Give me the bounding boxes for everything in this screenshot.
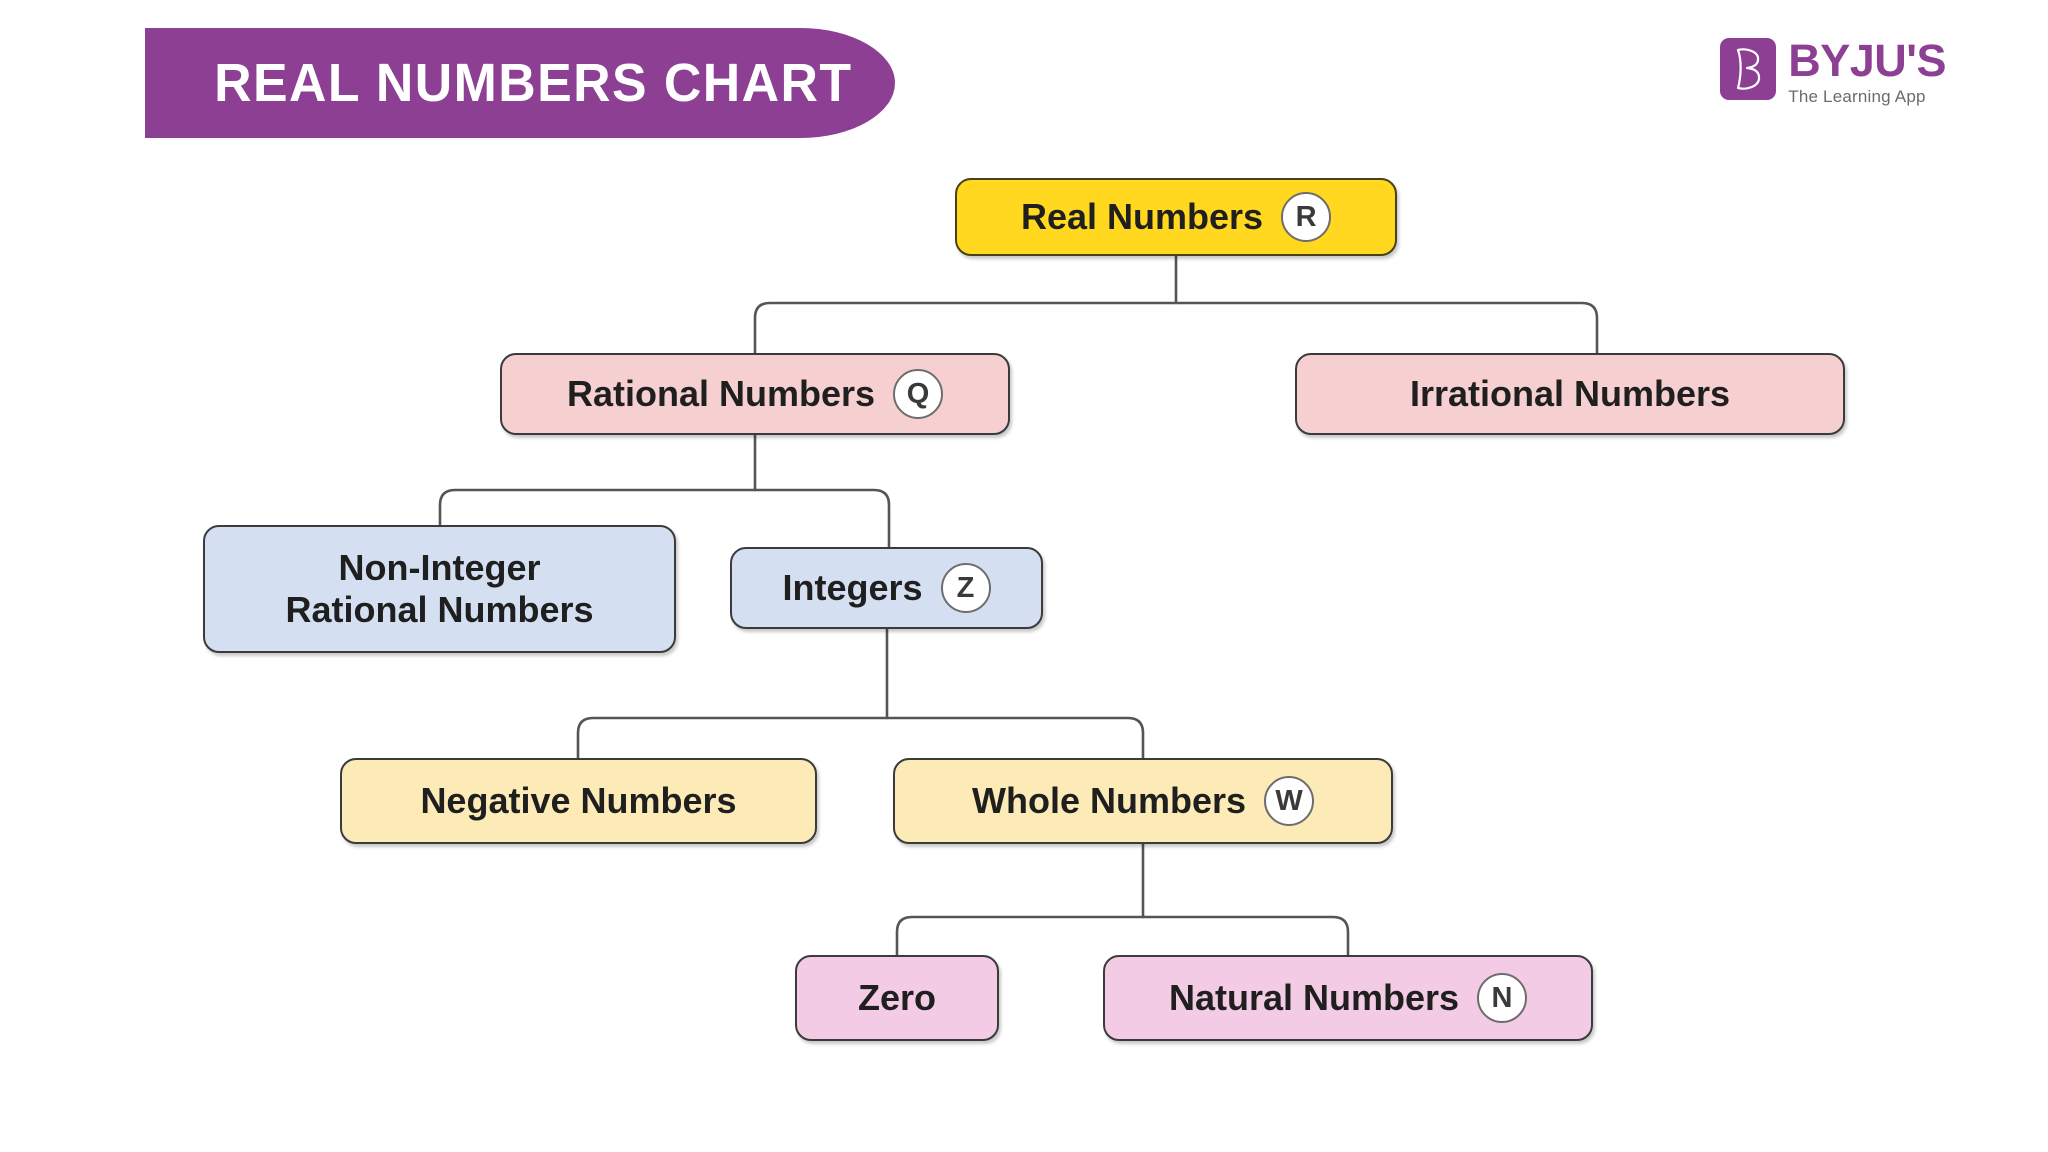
node-label: Whole Numbers [971, 780, 1247, 822]
node-label: Natural Numbers [1168, 977, 1460, 1019]
node-irrational-numbers[interactable]: Irrational Numbers [1295, 353, 1845, 435]
brand-logo: BYJU'S The Learning App [1720, 38, 1946, 105]
edge-bus-rational-children [438, 488, 891, 549]
node-zero[interactable]: Zero [795, 955, 999, 1041]
edge-bus-whole-children [895, 915, 1350, 957]
node-negative-numbers[interactable]: Negative Numbers [340, 758, 817, 844]
page-title: REAL NUMBERS CHART [214, 53, 853, 113]
brand-text-block: BYJU'S The Learning App [1788, 38, 1946, 105]
node-label: Negative Numbers [420, 780, 737, 822]
byjus-b-logo-icon [1720, 38, 1777, 100]
node-label: Non-Integer Rational Numbers [285, 547, 594, 630]
node-label: Integers [782, 567, 923, 609]
node-label: Real Numbers [1020, 196, 1264, 238]
edge-bus-integers-children [576, 716, 1145, 760]
byjus-b-glyph-icon [1737, 48, 1761, 90]
node-rational-numbers[interactable]: Rational Numbers Q [500, 353, 1010, 435]
edge-bus-real-children [753, 301, 1599, 355]
badge-r: R [1281, 192, 1332, 242]
badge-n: N [1477, 973, 1528, 1023]
brand-wordmark: BYJU'S [1788, 35, 1946, 86]
header-banner: REAL NUMBERS CHART [145, 28, 895, 138]
badge-w: W [1264, 776, 1315, 826]
badge-q: Q [893, 369, 944, 419]
node-non-integer-rational-numbers[interactable]: Non-Integer Rational Numbers [203, 525, 676, 653]
node-label: Irrational Numbers [1409, 373, 1731, 415]
node-integers[interactable]: Integers Z [730, 547, 1043, 629]
node-label: Rational Numbers [566, 373, 876, 415]
brand-tagline: The Learning App [1788, 87, 1926, 106]
node-whole-numbers[interactable]: Whole Numbers W [893, 758, 1393, 844]
badge-z: Z [940, 563, 991, 613]
node-natural-numbers[interactable]: Natural Numbers N [1103, 955, 1593, 1041]
node-label: Zero [857, 977, 936, 1019]
node-real-numbers[interactable]: Real Numbers R [955, 178, 1397, 256]
